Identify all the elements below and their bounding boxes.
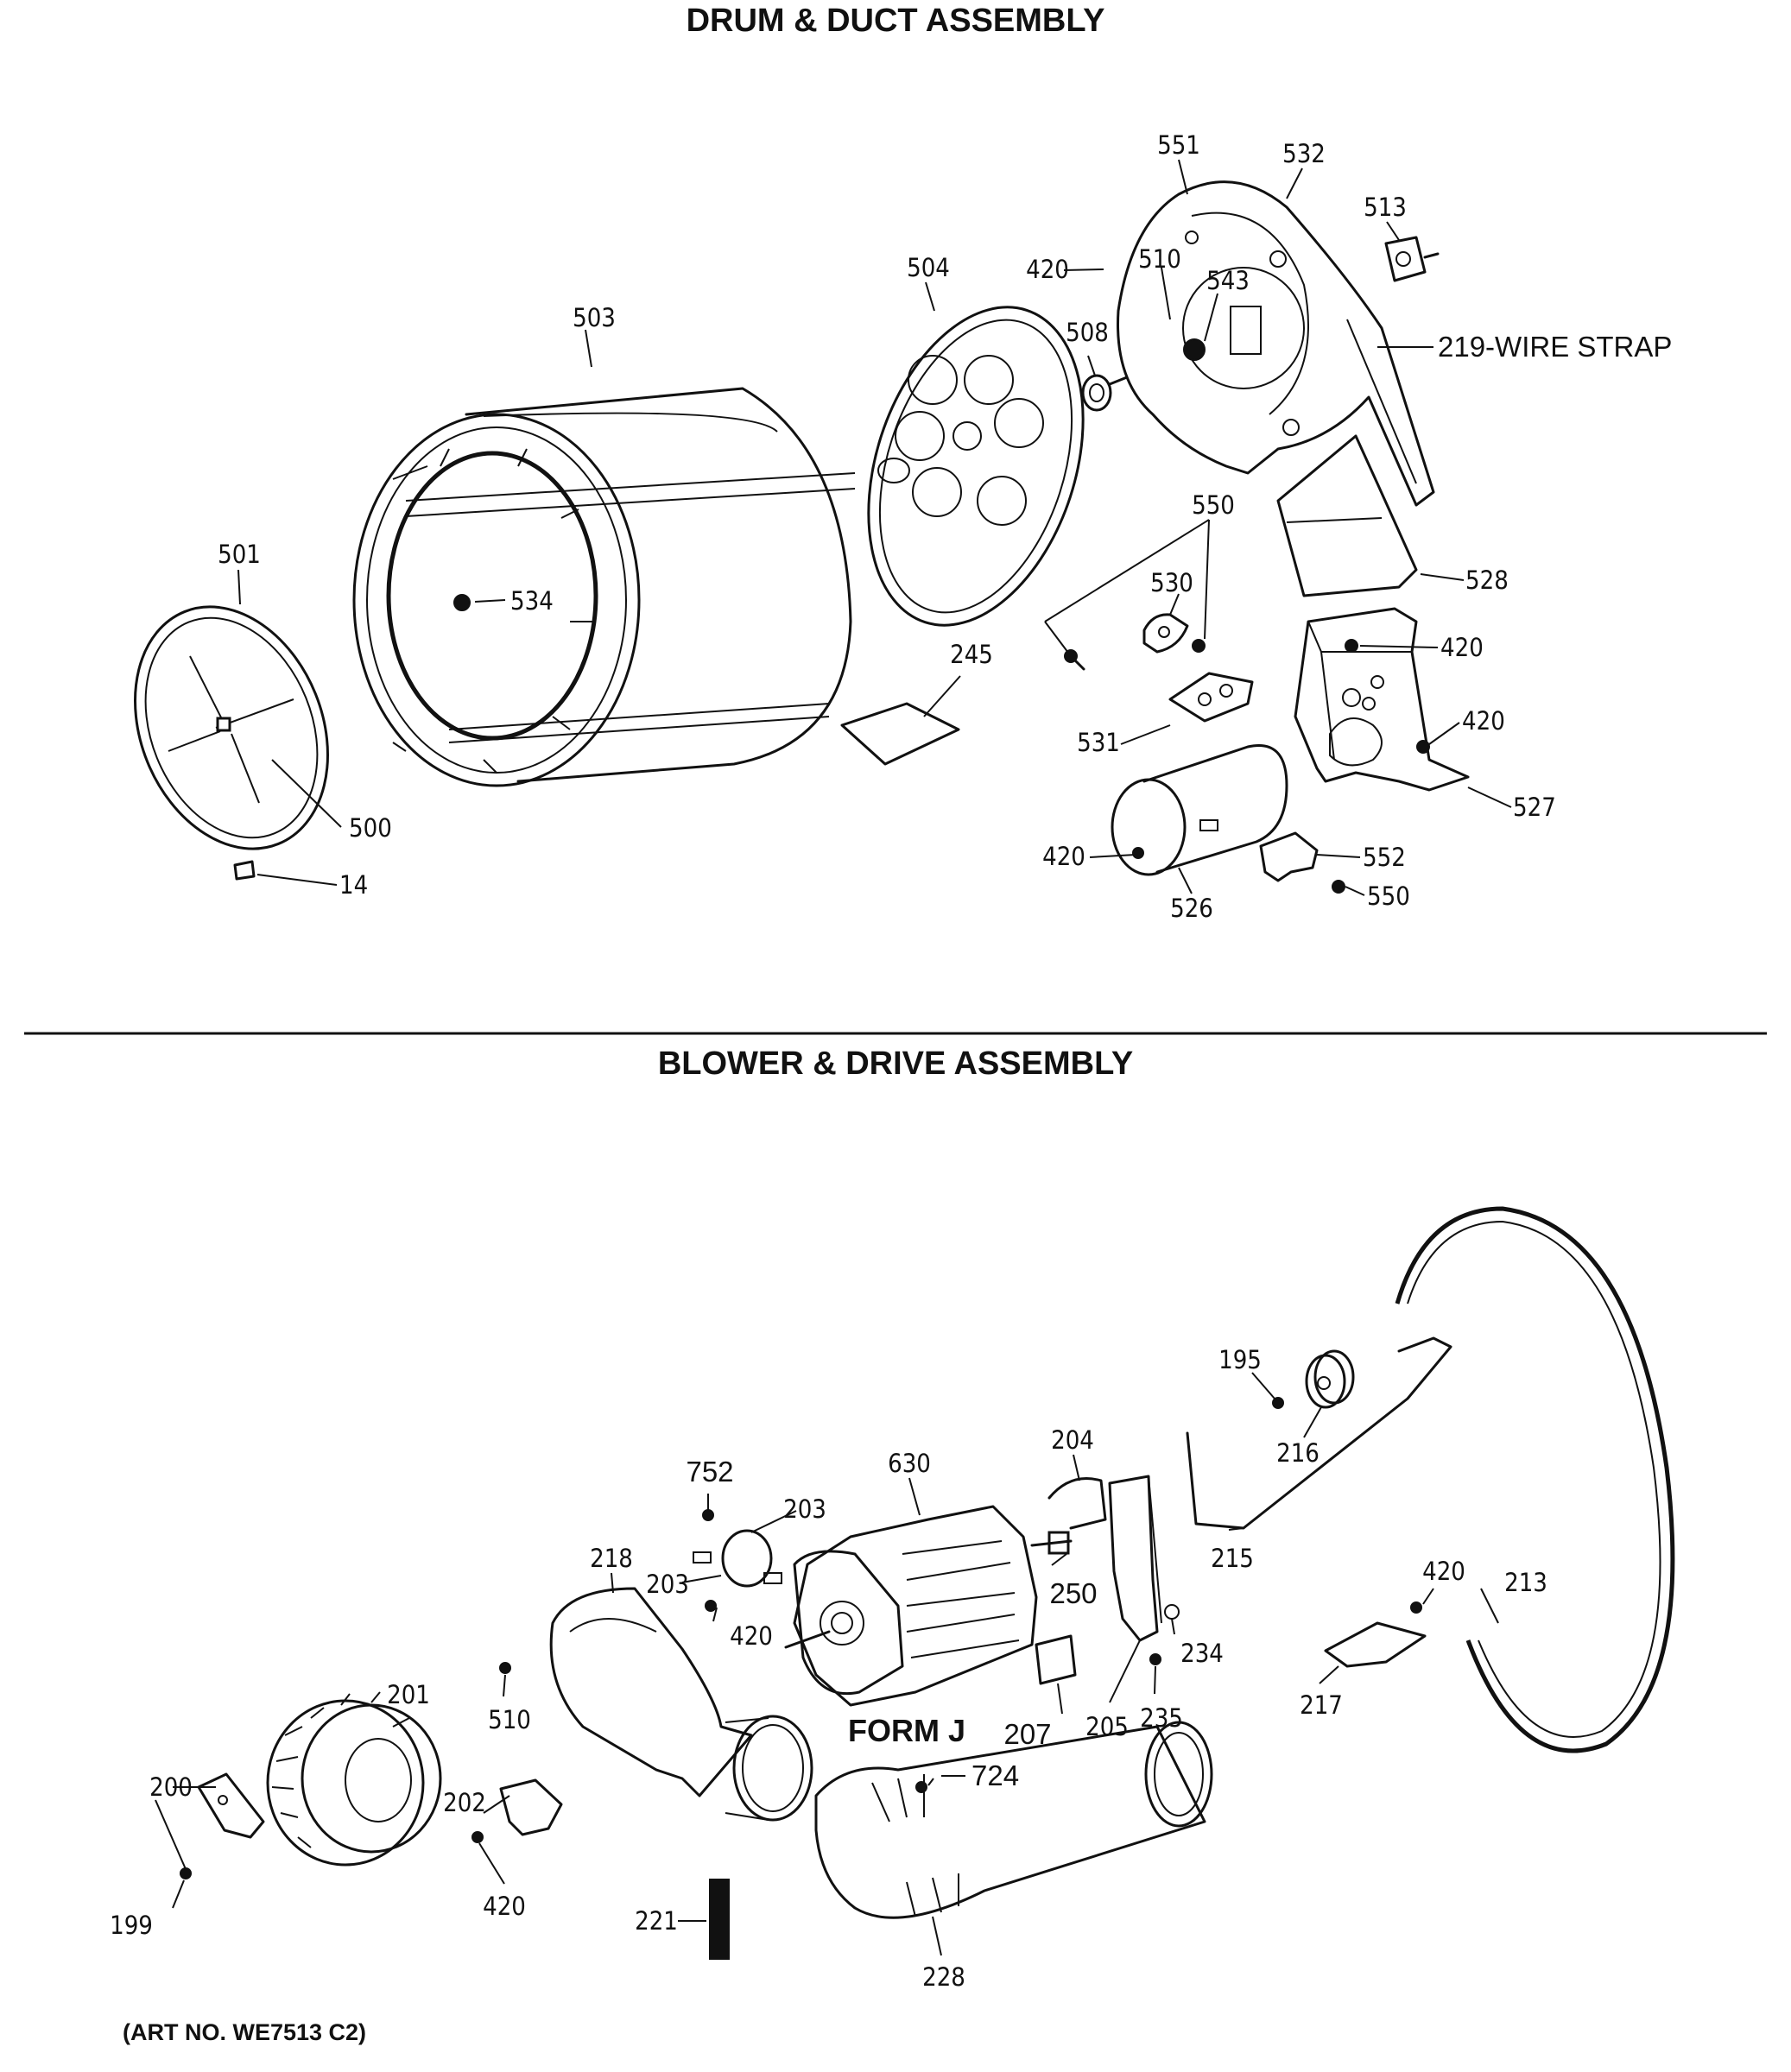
leader-lines-drum (237, 159, 1512, 896)
label-420-c: 420 (1462, 706, 1505, 736)
label-228: 228 (922, 1962, 965, 1992)
part-215-idler-arm (1186, 1336, 1452, 1530)
part-526-can (1111, 744, 1288, 876)
label-526: 526 (1170, 894, 1213, 923)
part-201-blower-wheel (266, 1691, 442, 1867)
label-630: 630 (888, 1449, 931, 1478)
label-420-g: 420 (483, 1892, 526, 1921)
label-245: 245 (950, 640, 993, 669)
label-532: 532 (1282, 139, 1326, 168)
label-531: 531 (1077, 728, 1120, 757)
label-551: 551 (1157, 130, 1200, 160)
part-200-clip (197, 1772, 265, 1839)
part-504-drum-back (867, 306, 1085, 627)
label-420-d: 420 (1042, 842, 1085, 871)
label-213: 213 (1504, 1568, 1547, 1597)
screw-420-g (471, 1831, 484, 1843)
leader-lines-blower (155, 1372, 1499, 1956)
label-508: 508 (1066, 318, 1109, 347)
label-216: 216 (1276, 1438, 1320, 1468)
label-250: 250 (1049, 1577, 1097, 1609)
part-530-thermostat (1142, 613, 1189, 654)
screws-550 (1064, 639, 1206, 671)
label-218: 218 (590, 1544, 633, 1573)
art-number: (ART NO. WE7513 C2) (123, 2019, 366, 2045)
blower-drive-assembly-title: BLOWER & DRIVE ASSEMBLY (658, 1045, 1133, 1082)
part-552-clip (1259, 831, 1345, 894)
part-207-switch (1035, 1634, 1077, 1685)
screw-420-f (1410, 1601, 1422, 1614)
part-202-bracket (499, 1778, 563, 1836)
label-202: 202 (443, 1788, 486, 1817)
label-235: 235 (1140, 1703, 1183, 1733)
label-219-wire-strap: 219-WIRE STRAP (1438, 331, 1672, 363)
part-234-nut (1164, 1604, 1180, 1620)
part-218-blower-housing (549, 1587, 813, 1822)
part-527-heater-box (1294, 607, 1470, 792)
label-215: 215 (1211, 1544, 1254, 1573)
part-195-ring (1272, 1397, 1284, 1409)
label-217: 217 (1300, 1690, 1343, 1720)
part-205-motor-mount (1047, 1475, 1162, 1642)
part-532-duct-housing (1117, 180, 1435, 507)
label-14: 14 (339, 870, 368, 900)
label-200: 200 (149, 1772, 193, 1802)
screw-510-b (499, 1662, 511, 1674)
label-420-e: 420 (730, 1621, 773, 1651)
label-513: 513 (1364, 193, 1407, 222)
label-234: 234 (1180, 1639, 1224, 1668)
part-531-terminal-block (1168, 672, 1254, 723)
label-510-a: 510 (1138, 244, 1181, 274)
label-550-a: 550 (1192, 490, 1235, 520)
part-213-drive-belt (1395, 1206, 1675, 1753)
label-203-a: 203 (783, 1494, 826, 1524)
label-501: 501 (218, 540, 261, 569)
label-550-b: 550 (1367, 881, 1410, 911)
label-207: 207 (1003, 1718, 1051, 1750)
label-420-a: 420 (1026, 255, 1069, 284)
label-199: 199 (110, 1911, 153, 1940)
label-503: 503 (573, 303, 616, 332)
part-503-drum (352, 387, 856, 787)
label-528: 528 (1465, 565, 1509, 595)
part-245-pad (840, 702, 960, 766)
label-205: 205 (1085, 1712, 1129, 1741)
part-14-clip (233, 860, 256, 881)
label-752: 752 (686, 1456, 733, 1488)
screw-199 (180, 1867, 192, 1879)
drum-duct-assembly-title: DRUM & DUCT ASSEMBLY (687, 3, 1105, 39)
part-216-idler-pulley (1305, 1349, 1355, 1409)
screw-235 (1149, 1653, 1161, 1665)
label-504: 504 (907, 253, 950, 282)
part-221-seal-strip (709, 1879, 730, 1960)
part-528-shroud (1276, 434, 1418, 597)
label-552: 552 (1363, 843, 1406, 872)
part-203-motor-clamp (693, 1509, 782, 1612)
part-508-bearing (1081, 374, 1129, 412)
label-203-b: 203 (646, 1570, 689, 1599)
label-195: 195 (1218, 1345, 1262, 1374)
label-530: 530 (1150, 568, 1193, 597)
label-204: 204 (1051, 1425, 1094, 1455)
part-630-motor (784, 1505, 1073, 1707)
label-420-f: 420 (1422, 1557, 1465, 1586)
part-217-bracket (1324, 1621, 1427, 1668)
label-527: 527 (1513, 793, 1556, 822)
label-724: 724 (971, 1759, 1019, 1791)
part-513-thermostat (1384, 236, 1440, 282)
label-420-b: 420 (1440, 633, 1484, 662)
label-534: 534 (510, 586, 554, 616)
label-201: 201 (387, 1680, 430, 1709)
label-543: 543 (1206, 266, 1250, 295)
label-510-b: 510 (488, 1705, 531, 1734)
label-221: 221 (635, 1906, 678, 1936)
part-501-front-seal (134, 605, 329, 850)
label-500: 500 (349, 813, 392, 843)
part-228-exhaust-duct (814, 1721, 1213, 1919)
form-j-label: FORM J (848, 1713, 965, 1748)
